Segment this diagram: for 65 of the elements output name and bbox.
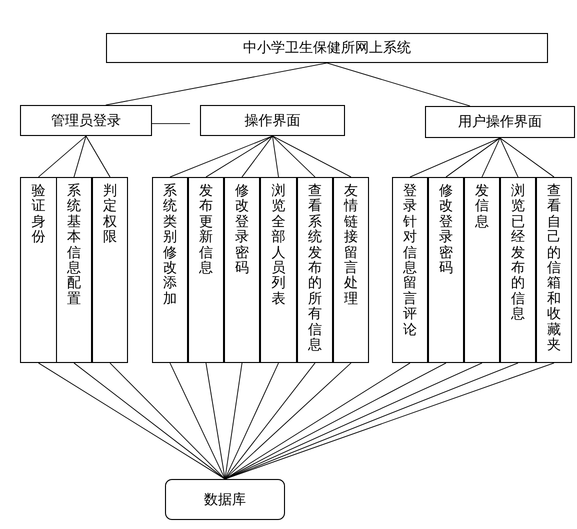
connector-line [500, 138, 518, 178]
connector-line [272, 136, 316, 178]
connector-line [206, 362, 226, 480]
database-box [165, 479, 285, 520]
function-box [392, 177, 428, 363]
box-label: 数据库 [204, 490, 246, 508]
connector-line [224, 362, 410, 480]
box-label: 登录针对信息留言评论 [403, 184, 417, 338]
connector-line [38, 362, 226, 480]
module-box [20, 105, 152, 136]
box-label: 发布更新信息 [199, 184, 213, 276]
connector-line [38, 136, 86, 178]
box-label: 浏览已经发布的信息 [511, 184, 525, 323]
connector-line [74, 136, 86, 178]
connector-line [482, 138, 500, 178]
connector-line [410, 138, 500, 178]
function-box [297, 177, 333, 363]
connector-line [500, 138, 554, 178]
box-label: 管理员登录 [51, 112, 121, 130]
connector-line [152, 123, 190, 124]
connector-line [86, 136, 110, 178]
title-box [106, 33, 548, 63]
connector-line [110, 362, 226, 480]
function-box [56, 177, 92, 363]
connector-line [224, 362, 279, 480]
function-box [152, 177, 188, 363]
box-label: 发信息 [475, 184, 489, 230]
function-box [428, 177, 464, 363]
box-label: 友情链接留言处理 [344, 184, 358, 308]
module-box [200, 105, 345, 136]
box-label: 修改登录密码 [235, 184, 249, 276]
connector-line [326, 62, 470, 106]
connector-line [105, 62, 328, 106]
function-box [500, 177, 536, 363]
box-label: 系统基本信息配置 [67, 184, 81, 308]
connector-line [272, 136, 352, 178]
box-label: 验证身份 [32, 184, 46, 246]
connector-line [170, 136, 273, 178]
connector-line [224, 362, 316, 480]
function-box [224, 177, 260, 363]
function-box [333, 177, 369, 363]
connector-line [224, 362, 352, 480]
function-box [20, 177, 57, 363]
connector-line [224, 362, 242, 480]
box-label: 浏览全部人员列表 [272, 184, 286, 308]
box-label: 查看自己的信箱和收藏夹 [547, 184, 561, 354]
box-label: 系统类别修改添加 [163, 184, 177, 308]
connector-line [170, 362, 226, 480]
function-box [464, 177, 500, 363]
connector-line [206, 136, 273, 178]
box-label: 查看系统发布的所有信息 [308, 184, 322, 354]
function-box [92, 177, 128, 363]
function-box [188, 177, 224, 363]
connector-line [272, 136, 279, 178]
function-box [260, 177, 297, 363]
connector-line [74, 362, 226, 480]
box-label: 中小学卫生保健所网上系统 [243, 39, 411, 57]
connector-line [242, 136, 273, 178]
function-box [536, 177, 572, 363]
box-label: 修改登录密码 [439, 184, 453, 276]
box-label: 操作界面 [244, 112, 300, 130]
box-label: 用户操作界面 [458, 113, 542, 131]
box-label: 判定权限 [103, 184, 117, 246]
module-box [425, 106, 575, 138]
connector-line [446, 138, 500, 178]
